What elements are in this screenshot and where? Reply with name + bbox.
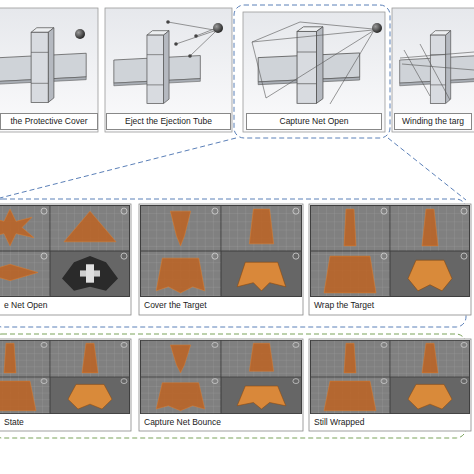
- step-panels: [105, 8, 232, 132]
- caption-box: Still Wrapped: [310, 415, 470, 430]
- step-panels: [190, 32, 215, 56]
- step-panels: [0, 28, 86, 103]
- simulation-views: [0, 340, 130, 414]
- step-panels: [174, 42, 178, 46]
- step-panels: [168, 22, 215, 56]
- caption-text: Still Wrapped: [314, 418, 364, 428]
- simulation-views: [0, 209, 118, 291]
- simulation-views: [0, 204, 471, 431]
- simulation-views: [324, 209, 452, 293]
- simulation-views: [140, 340, 302, 414]
- step-panels: [372, 23, 382, 33]
- step-panels: [168, 22, 214, 30]
- simulation-views: [156, 209, 286, 293]
- step-panels: [114, 31, 200, 104]
- step-panels: [75, 29, 85, 39]
- zoom-guide: [234, 5, 390, 138]
- caption-box: Capture Net Open: [246, 113, 382, 130]
- step-panels: [188, 54, 192, 58]
- caption-box: State: [0, 415, 130, 430]
- caption-text: Capture Net Open: [280, 117, 349, 127]
- step-panels: [194, 34, 198, 38]
- caption-text: e Net Open: [4, 301, 47, 311]
- step-panels: [252, 30, 373, 42]
- zoom-guide: [388, 138, 466, 200]
- step-panels: [404, 50, 430, 96]
- step-panels: [213, 23, 223, 33]
- step-panels: [166, 20, 170, 24]
- simulation-views: [0, 343, 112, 410]
- step-panels: [252, 42, 266, 98]
- caption-box: Cover the Target: [140, 298, 302, 314]
- simulation-views: [0, 339, 131, 431]
- simulation-views: [309, 339, 471, 431]
- caption-text: Capture Net Bounce: [144, 418, 221, 428]
- step-panels: [252, 22, 300, 42]
- step-panels: [420, 44, 450, 100]
- step-panels: [402, 64, 474, 70]
- step-panels: [400, 52, 474, 58]
- simulation-views: [156, 343, 286, 410]
- caption-box: Wrap the Target: [310, 298, 470, 314]
- step-panels: [400, 44, 474, 100]
- step-panels: [258, 27, 360, 104]
- step-panels: [400, 31, 474, 104]
- caption-box: Capture Net Bounce: [140, 415, 302, 430]
- simulation-views: [140, 205, 302, 297]
- caption-text: Wrap the Target: [314, 301, 374, 311]
- step-panels: [196, 29, 214, 36]
- simulation-views: [309, 204, 471, 315]
- caption-text: the Protective Cover: [10, 117, 87, 127]
- step-panels: [243, 12, 385, 132]
- caption-text: State: [4, 418, 24, 428]
- step-panels: [166, 20, 198, 58]
- simulation-views: [139, 204, 303, 315]
- step-panels: [330, 32, 373, 104]
- step-panels: [300, 22, 373, 29]
- zoom-guide: [0, 138, 236, 200]
- caption-box: the Protective Cover: [0, 113, 98, 130]
- caption-box: Eject the Ejection Tube: [106, 113, 231, 130]
- step-panels: [392, 8, 474, 132]
- step-panels: [0, 8, 474, 132]
- caption-text: Cover the Target: [144, 301, 207, 311]
- step-panels: [0, 8, 98, 132]
- simulation-views: [0, 204, 131, 315]
- simulation-views: [139, 339, 303, 431]
- simulation-views: [310, 340, 470, 414]
- simulation-views: [324, 343, 452, 410]
- caption-text: Eject the Ejection Tube: [125, 117, 212, 127]
- caption-text: Winding the targ: [402, 117, 464, 127]
- step-panels: [176, 31, 214, 44]
- step-panels: [266, 31, 373, 98]
- simulation-views: [310, 205, 470, 297]
- caption-box: e Net Open: [0, 298, 130, 314]
- simulation-views: [0, 205, 130, 297]
- caption-box: Winding the targ: [394, 113, 472, 130]
- step-panels: [252, 22, 373, 104]
